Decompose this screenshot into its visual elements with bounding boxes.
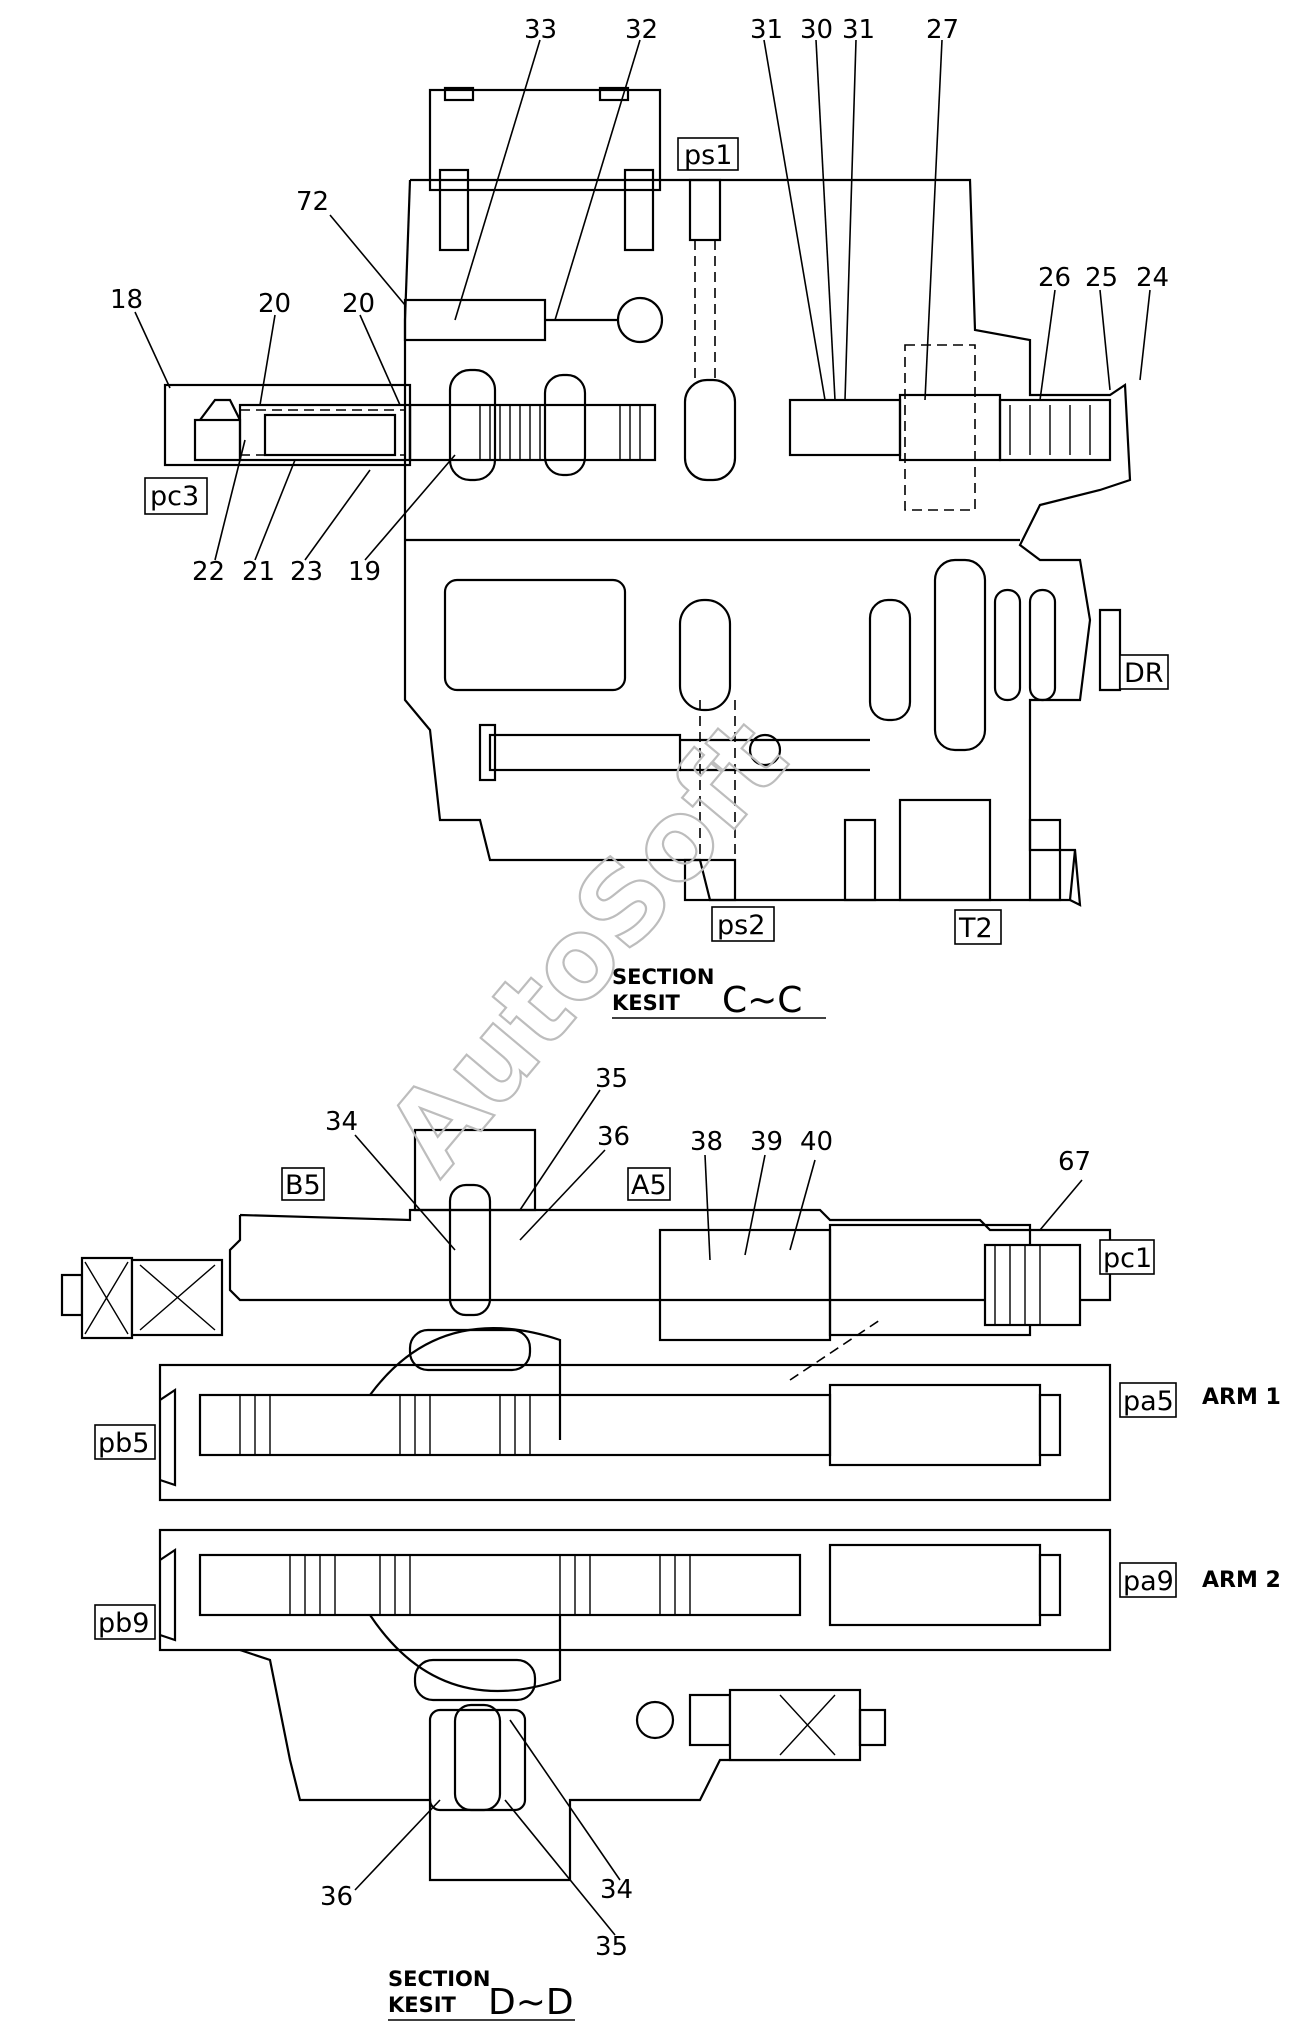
port-pc3: pc3: [150, 481, 199, 512]
port-dr: DR: [1124, 658, 1164, 689]
callout-31-a: 31: [750, 15, 783, 45]
section-cc-drawing: [163, 86, 1132, 907]
callout-26: 26: [1038, 263, 1071, 293]
section-cc-callouts: 33 32 31 30 31 27 72 26 25 24 18 20 20 2…: [110, 15, 1169, 587]
arm-1-label: ARM 1: [1202, 1385, 1281, 1410]
callout-35-a: 35: [595, 1064, 628, 1094]
callout-27: 27: [926, 15, 959, 45]
arm-2-label: ARM 2: [1202, 1568, 1281, 1593]
callout-25: 25: [1085, 263, 1118, 293]
section-cc-title-line2: KESIT: [612, 991, 681, 1015]
section-cc-ports: ps1 pc3 DR ps2 T2: [144, 137, 1169, 945]
callout-18: 18: [110, 285, 143, 315]
port-pb9: pb9: [98, 1608, 149, 1639]
port-pb5: pb5: [98, 1428, 149, 1459]
callout-20-b: 20: [342, 289, 375, 319]
port-ps1: ps1: [684, 140, 732, 171]
callout-40: 40: [800, 1127, 833, 1157]
callout-22: 22: [192, 557, 225, 587]
spool-ribs-dd-1: [239, 1395, 531, 1455]
callout-31-b: 31: [842, 15, 875, 45]
section-dd-drawing: [60, 1128, 1112, 1882]
port-b5: B5: [285, 1170, 321, 1201]
callout-23: 23: [290, 557, 323, 587]
callout-21: 21: [242, 557, 275, 587]
callout-34-b: 34: [600, 1875, 633, 1905]
section-dd-label: D~D: [488, 1982, 574, 2023]
spool-ribs-cc: [479, 405, 641, 460]
section-dd-title-line1: SECTION: [388, 1967, 490, 1991]
port-pa9: pa9: [1123, 1566, 1174, 1597]
callout-20-a: 20: [258, 289, 291, 319]
section-dd-title: SECTION KESIT D~D: [388, 1967, 575, 2023]
section-dd-ports: B5 A5 pc1 pa5 pb5 pa9 pb9 ARM 1 ARM 2: [94, 1167, 1281, 1640]
port-a5: A5: [631, 1170, 667, 1201]
port-pc1: pc1: [1103, 1243, 1152, 1274]
section-cc-leaders: [134, 39, 1151, 561]
callout-36-b: 36: [320, 1882, 353, 1912]
port-ps2: ps2: [717, 910, 765, 941]
callout-38: 38: [690, 1127, 723, 1157]
callout-24: 24: [1136, 263, 1169, 293]
callout-32: 32: [625, 15, 658, 45]
section-dd-leaders: [354, 1089, 1083, 1936]
spool-ribs-dd-2: [289, 1555, 691, 1615]
port-t2: T2: [958, 913, 993, 944]
callout-34-a: 34: [325, 1107, 358, 1137]
section-dd-callouts: 35 34 36 38 39 40 67 36 34 35: [320, 1064, 1091, 1962]
port-pa5: pa5: [1123, 1386, 1174, 1417]
callout-30: 30: [800, 15, 833, 45]
callout-72: 72: [296, 187, 329, 217]
section-cc-title-line1: SECTION: [612, 965, 714, 989]
callout-33: 33: [524, 15, 557, 45]
callout-39: 39: [750, 1127, 783, 1157]
callout-19: 19: [348, 557, 381, 587]
section-dd-title-line2: KESIT: [388, 1993, 457, 2017]
callout-35-b: 35: [595, 1932, 628, 1962]
section-cc-label: C~C: [722, 980, 802, 1021]
callout-36-a: 36: [597, 1122, 630, 1152]
section-cc-title: SECTION KESIT C~C: [612, 965, 826, 1021]
callout-67: 67: [1058, 1147, 1091, 1177]
